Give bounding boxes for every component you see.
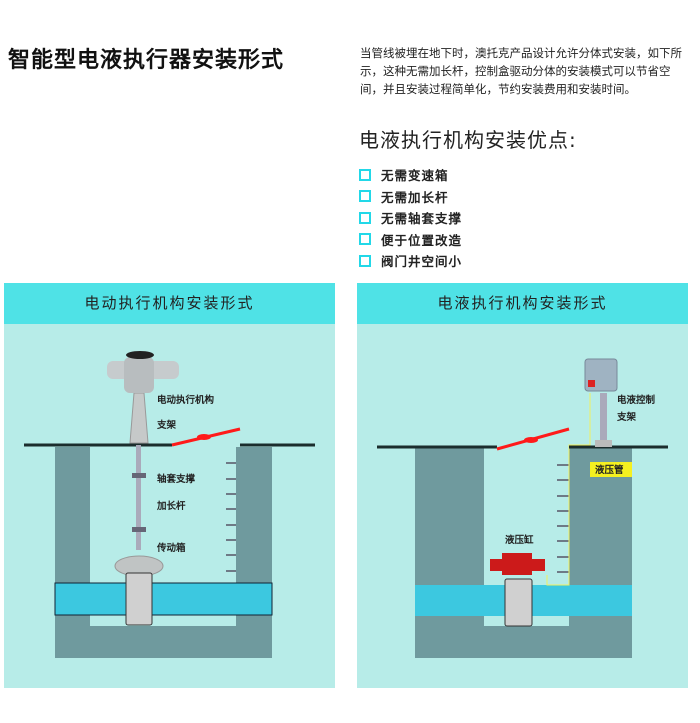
pipe (54, 582, 273, 616)
checkbox-bullet-icon (359, 254, 371, 267)
panel-header: 电动执行机构安装形式 (4, 283, 335, 324)
item-label: 无需加长杆 (381, 189, 449, 205)
pipe-label-box (590, 462, 632, 477)
electric-actuator-panel: 电动执行机构 支架 轴套支撑 加长杆 传动箱 电动执行机构安装形式 (4, 283, 335, 688)
item-label: 无需变速箱 (381, 168, 449, 184)
list-item: 阀门井空间小 (359, 250, 462, 272)
item-label: 阀门井空间小 (381, 254, 463, 270)
label-bracket: 支架 (616, 411, 637, 423)
label-pipe: 液压管 (595, 464, 624, 476)
label-actuator: 电动执行机构 (157, 394, 215, 406)
hydraulic-cylinder (490, 553, 545, 575)
depth-ticks (226, 462, 236, 572)
extension-rod (136, 445, 141, 550)
list-item: 无需加长杆 (359, 186, 462, 208)
hydraulic-line (546, 393, 591, 586)
bracket (600, 393, 607, 441)
valve (504, 578, 533, 627)
valve (125, 572, 153, 626)
list-item: 便于位置改造 (359, 229, 462, 251)
checkbox-bullet-icon (359, 211, 371, 224)
item-label: 无需轴套支撑 (381, 211, 463, 227)
page-title: 智能型电液执行器安装形式 (8, 48, 285, 73)
item-label: 便于位置改造 (381, 232, 463, 248)
list-item: 无需变速箱 (359, 164, 462, 186)
label-bushing: 轴套支撑 (157, 473, 196, 485)
checkbox-bullet-icon (359, 190, 371, 203)
label-gearbox: 传动箱 (156, 542, 186, 554)
bracket (129, 392, 149, 444)
hydraulic-actuator-panel: 电液控制 支架 液压管 液压缸 电液执行机构安装形式 (357, 283, 688, 688)
bushing (132, 473, 146, 478)
panel-header: 电液执行机构安装形式 (357, 283, 688, 324)
label-cylinder: 液压缸 (505, 534, 534, 546)
electric-install-diagram: 电动执行机构 支架 轴套支撑 加长杆 传动箱 (24, 351, 315, 658)
advantages-list: 无需变速箱 无需加长杆 无需轴套支撑 便于位置改造 阀门井空间小 (359, 164, 462, 272)
depth-ticks (557, 464, 569, 573)
label-control: 电液控制 (617, 394, 656, 406)
advantages-title: 电液执行机构安装优点: (359, 128, 577, 152)
checkbox-bullet-icon (359, 168, 371, 181)
checkbox-bullet-icon (359, 233, 371, 246)
handwheel-icon (126, 351, 154, 359)
label-extension: 加长杆 (156, 500, 186, 512)
list-item: 无需轴套支撑 (359, 207, 462, 229)
label-bracket: 支架 (156, 419, 177, 431)
hydraulic-install-diagram: 电液控制 支架 液压管 液压缸 (377, 358, 668, 658)
intro-text: 当管线被埋在地下时，澳托克产品设计允许分体式安装，如下所示，这种无需加长杆，控制… (360, 46, 682, 96)
